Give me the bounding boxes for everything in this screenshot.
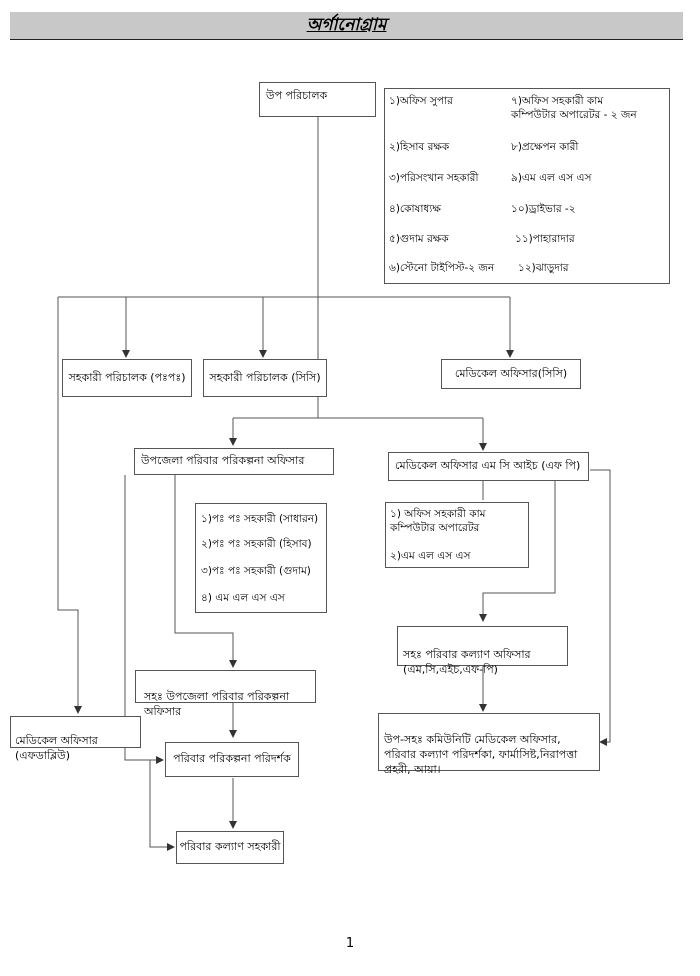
- fp-inspector-box: পরিবার পরিকল্পনা পরিদর্শক: [165, 742, 299, 777]
- asst-upazila-fp-officer-label: সহঃ উপজেলা পরিবার পরিকল্পনা অফিসার: [144, 689, 290, 718]
- staff-row-left: ৬)স্টেনো টাইপিস্ট-২ জন: [389, 262, 495, 274]
- staff-row-left: ৫)গুদাম রক্ষক: [389, 233, 449, 245]
- asst-director-cc-box: সহকারী পরিচালক (সিসি): [203, 359, 327, 397]
- staff-row-right: ৯)এম এল এস এস: [511, 172, 592, 184]
- asst-director-ff-box: সহকারী পরিচালক (পঃপঃ): [62, 359, 192, 397]
- fp-inspector-label: পরিবার পরিকল্পনা পরিদর্শক: [173, 752, 291, 766]
- asst-upazila-fp-officer-box: সহঃ উপজেলা পরিবার পরিকল্পনা অফিসার: [135, 670, 316, 718]
- staff-row-left: ৪)কোষাধ্যক্ষ: [389, 203, 441, 215]
- deputy-director-label: উপ পরিচালক: [266, 89, 328, 102]
- medical-officer-cc-box: মেডিকেল অফিসার(সিসি): [441, 359, 581, 389]
- title-bar: অর্গানোগ্রাম: [10, 12, 683, 40]
- staff-row-right: ৮)প্রক্ষেপন কারী: [511, 141, 579, 153]
- page-title: অর্গানোগ্রাম: [306, 14, 387, 35]
- medical-officer-fw-label: মেডিকেল অফিসার (এফডাব্লিউ): [15, 733, 98, 762]
- mo-mch-fp-box: মেডিকেল অফিসার এম সি আইচ (এফ পি): [388, 452, 589, 481]
- staff-row-left: ২)হিসাব রক্ষক: [389, 141, 450, 153]
- page-number: 1: [345, 936, 355, 951]
- fw-assistant-label: পরিবার কল্যাণ সহকারী: [179, 840, 281, 854]
- asst-fw-officer-label: সহঃ পরিবার কল্যাণ অফিসার (এম,সি,এইচ,এফ-প…: [403, 647, 531, 676]
- staff-row-left: ৩)পরিসংখান সহকারী: [389, 172, 479, 184]
- staff-row-left: ১)অফিস সুপার: [389, 95, 453, 107]
- list-item: ১)পঃ পঃ সহকারী (সাধারন): [201, 513, 319, 525]
- medical-officer-fw-box: মেডিকেল অফিসার (এফডাব্লিউ): [10, 716, 141, 762]
- deputy-director-box: উপ পরিচালক: [259, 82, 376, 117]
- list-item: ২)এম এল এস এস: [390, 550, 471, 562]
- list-item: ৪) এম এল এস এস: [201, 592, 285, 604]
- fw-assistant-box: পরিবার কল্যাণ সহকারী: [176, 831, 284, 864]
- staff-row-right: ১২)ঝাড়ুদার: [518, 262, 569, 274]
- list-item: ২)পঃ পঃ সহকারী (হিসাব): [201, 538, 312, 550]
- upazila-fp-officer-box: উপজেলা পরিবার পরিকল্পনা অফিসার: [134, 448, 334, 475]
- line-mch-to-sacmo: [590, 469, 611, 746]
- staff-row-right: ১০)ড্রাইভার -২: [511, 203, 576, 215]
- office-staff-box: ১)অফিস সুপার ৭)অফিস সহকারী কাম কম্পিউটার…: [384, 88, 670, 284]
- upazila-fp-officer-label: উপজেলা পরিবার পরিকল্পনা অফিসার: [141, 454, 305, 468]
- asst-director-cc-label: সহকারী পরিচালক (সিসি): [209, 370, 321, 384]
- list-item: ১) অফিস সহকারী কাম কম্পিউটার অপারেটর: [390, 508, 486, 534]
- list-item: ৩)পঃ পঃ সহকারী (গুদাম): [201, 565, 311, 577]
- mo-mch-fp-label: মেডিকেল অফিসার এম সি আইচ (এফ পি): [395, 459, 581, 473]
- mch-staff-box: ১) অফিস সহকারী কাম কম্পিউটার অপারেটর ২)এ…: [385, 502, 529, 568]
- staff-row-right: ১১)পাহারাদার: [515, 233, 575, 245]
- sacmo-group-box: উপ-সহঃ কমিউনিটি মেডিকেল অফিসার, পরিবার ক…: [378, 713, 600, 776]
- upazila-staff-box: ১)পঃ পঃ সহকারী (সাধারন) ২)পঃ পঃ সহকারী (…: [195, 503, 327, 613]
- asst-director-ff-label: সহকারী পরিচালক (পঃপঃ): [68, 370, 186, 384]
- asst-fw-officer-box: সহঃ পরিবার কল্যাণ অফিসার (এম,সি,এইচ,এফ-প…: [397, 626, 568, 676]
- staff-row-right: ৭)অফিস সহকারী কাম কম্পিউটার অপারেটর - ২ …: [511, 95, 637, 122]
- medical-officer-cc-label: মেডিকেল অফিসার(সিসি): [454, 366, 568, 380]
- sacmo-group-label: উপ-সহঃ কমিউনিটি মেডিকেল অফিসার, পরিবার ক…: [384, 732, 578, 776]
